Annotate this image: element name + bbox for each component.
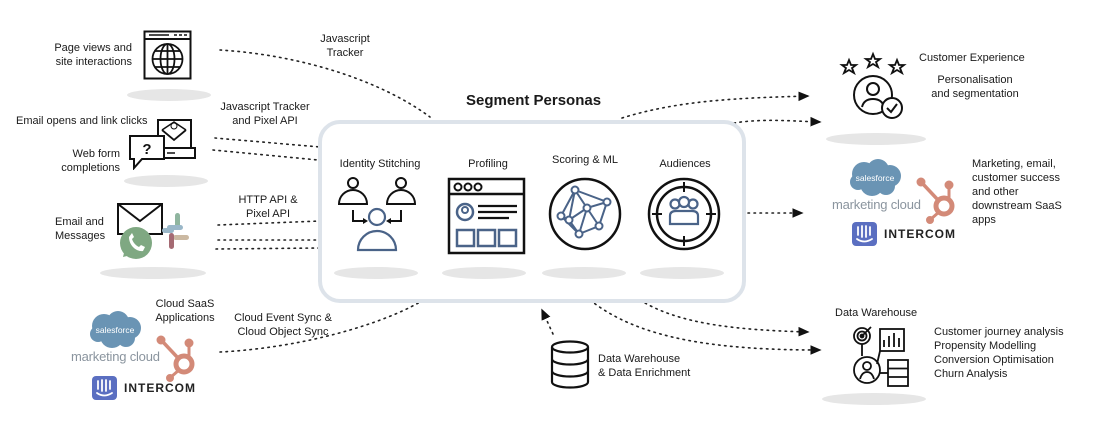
hubspot-logo-icon: [916, 177, 955, 224]
audiences-target-icon: [647, 177, 721, 251]
intercom-logo-icon: [852, 222, 877, 246]
salesforce-logo-icon: salesforce: [90, 311, 141, 348]
messaging-apps-icon: [117, 203, 189, 259]
label-email-opens: Email opens and link clicks: [16, 115, 148, 127]
label-cloud-sync: Cloud Event Sync & Cloud Object Sync: [234, 312, 332, 338]
stage-label-identity-stitching: Identity Stitching: [339, 158, 421, 170]
shadow: [822, 393, 926, 405]
line-cloud-saas: [219, 301, 421, 353]
label-cx-desc: Personalisation and segmentation: [931, 74, 1019, 100]
email-laptop-form-icon: ?: [129, 119, 196, 170]
label-dw-title: Data Warehouse: [835, 307, 918, 319]
salesforce-text: salesforce: [96, 325, 135, 335]
line-to-cx-1: [621, 91, 810, 119]
line-email-msg-1: [217, 220, 321, 226]
data-warehouse-analytics-icon: [853, 326, 909, 387]
shadow: [542, 267, 626, 279]
shadow: [127, 89, 211, 101]
label-js-tracker-pixel: Javascript Tracker and Pixel API: [220, 101, 310, 127]
line-to-dw-2: [589, 299, 822, 355]
shadow: [640, 267, 724, 279]
label-enrichment: Data Warehouse & Data Enrichment: [598, 353, 691, 379]
line-email-opens-1: [214, 137, 321, 148]
label-web-form: Web form completions: [61, 148, 120, 174]
salesforce-logo-icon: salesforce: [850, 159, 901, 196]
intercom-logo-icon: [92, 376, 117, 400]
salesforce-text: salesforce: [856, 173, 895, 183]
label-dw-desc: Customer journey analysis Propensity Mod…: [934, 326, 1064, 380]
stage-label-scoring-ml: Scoring & ML: [551, 154, 619, 166]
svg-text:?: ?: [142, 141, 151, 158]
shadow: [124, 175, 208, 187]
line-to-cx-2: [727, 116, 822, 127]
browser-globe-icon: [143, 30, 192, 80]
identity-stitching-icon: [337, 177, 417, 252]
scoring-ml-network-icon: [548, 177, 622, 251]
hubspot-logo-icon: [156, 335, 195, 382]
database-icon: [550, 340, 590, 389]
label-cloud-saas: Cloud SaaS Applications: [155, 298, 215, 324]
shadow: [442, 267, 526, 279]
label-page-views: Page views and site interactions: [54, 42, 132, 68]
diagram-title: Segment Personas: [466, 92, 602, 109]
intercom-text: INTERCOM: [124, 381, 196, 395]
marketing-cloud-logo: marketing cloud: [832, 197, 921, 212]
stage-label-audiences: Audiences: [659, 158, 711, 170]
line-page-views: [219, 49, 431, 118]
shadow: [100, 267, 206, 279]
line-to-dw-1: [639, 299, 810, 337]
line-email-opens-2: [212, 149, 319, 161]
line-email-msg-3: [215, 247, 321, 250]
label-js-tracker: Javascript Tracker: [320, 33, 370, 59]
profiling-icon: [447, 177, 526, 255]
label-email-messages: Email and Messages: [55, 216, 106, 242]
label-saas-desc: Marketing, email, customer success and o…: [972, 158, 1062, 226]
stage-label-profiling: Profiling: [468, 158, 508, 170]
label-http-pixel: HTTP API & Pixel API: [238, 194, 298, 220]
intercom-text: INTERCOM: [884, 227, 956, 241]
label-cx-title: Customer Experience: [919, 52, 1025, 64]
line-enrichment: [541, 308, 554, 335]
shadow: [334, 267, 418, 279]
marketing-cloud-logo: marketing cloud: [71, 349, 160, 364]
customer-experience-icon: [839, 51, 907, 119]
shadow: [826, 133, 926, 145]
